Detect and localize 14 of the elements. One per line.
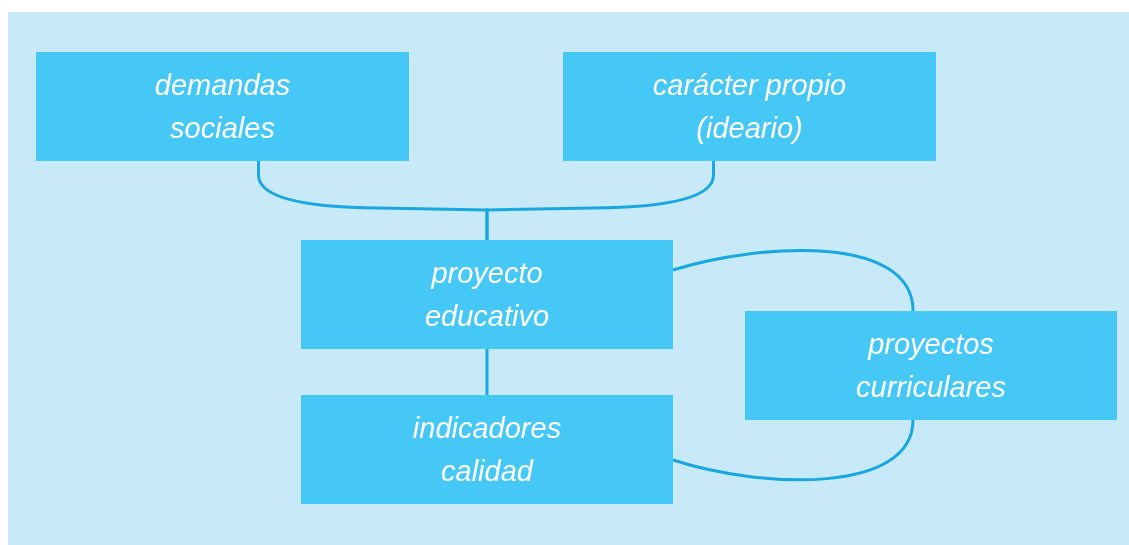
connector-line: [485, 161, 715, 240]
concept-box: [301, 240, 673, 349]
concept-box: [301, 395, 673, 504]
concept-label: proyectos curriculares: [855, 326, 1007, 405]
concept-label: indicadores calidad: [411, 410, 563, 489]
connector-line: [672, 419, 915, 482]
concept-box: [745, 311, 1117, 420]
concept-box: [563, 52, 936, 161]
connector-line: [672, 248, 915, 312]
concept-box: [36, 52, 409, 161]
concept-label: demandas sociales: [153, 67, 292, 146]
connector-line: [485, 349, 489, 395]
concept-label: carácter propio (ideario): [651, 67, 848, 146]
concept-label: proyecto educativo: [423, 255, 551, 334]
